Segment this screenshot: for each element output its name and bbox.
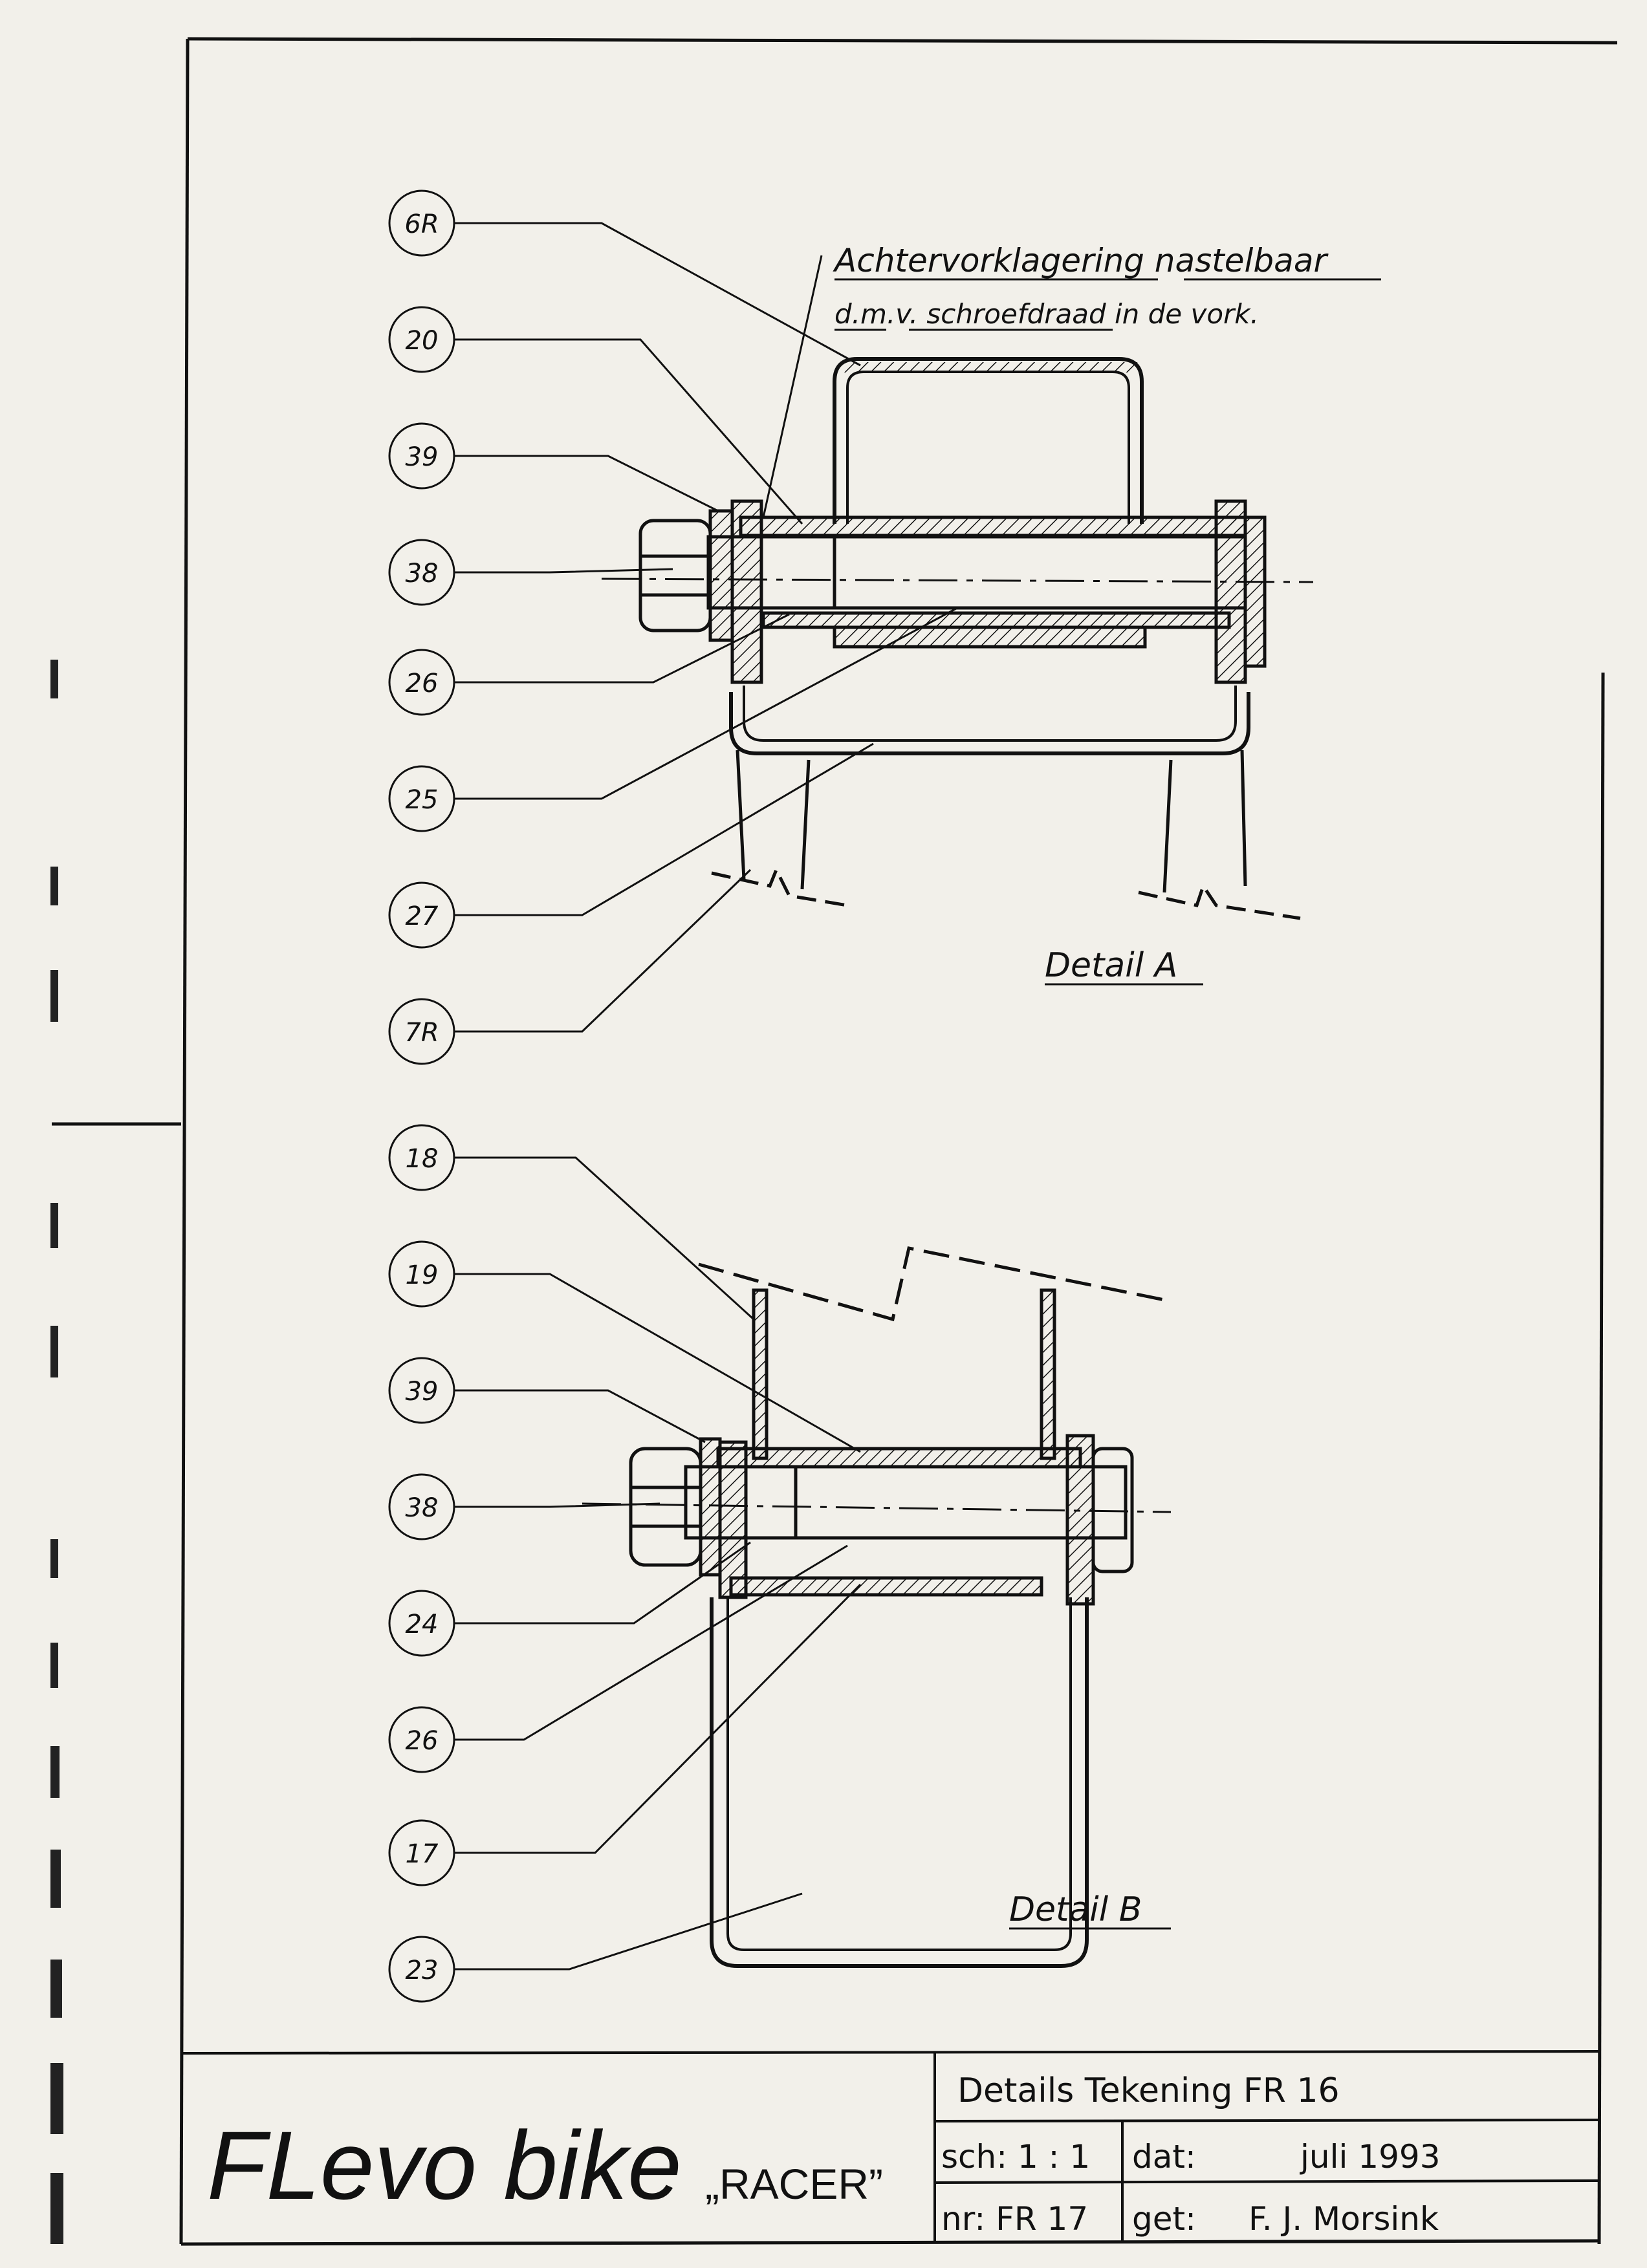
callout-b-2: 19 (406, 1260, 439, 1290)
callout-a-4: 38 (406, 559, 439, 589)
callout-a-8: 7R (404, 1018, 439, 1048)
detail-title-underlines (1009, 983, 1203, 1930)
callout-b-5: 24 (406, 1610, 439, 1639)
scale-label: sch: 1 : 1 (941, 2138, 1090, 2176)
drawn-label: get: (1132, 2200, 1196, 2238)
callout-a-5: 26 (406, 669, 439, 698)
binder-marks (50, 660, 63, 2244)
detail-b-title: Detail B (1009, 1890, 1142, 1929)
drawing-frame (52, 37, 1618, 2246)
detail-b-drawing (582, 1246, 1172, 1968)
callouts-a (388, 189, 958, 1065)
callout-b-1: 18 (406, 1144, 439, 1174)
detail-a-title: Detail A (1045, 946, 1177, 985)
brand-logo: FLevo bike (207, 2111, 682, 2219)
drawing-description: Details Tekening FR 16 (957, 2071, 1340, 2110)
callout-b-8: 23 (406, 1956, 439, 1985)
drawn-by: F. J. Morsink (1249, 2200, 1439, 2238)
callout-b-7: 17 (406, 1839, 439, 1869)
note-line-1: Achtervorklagering nastelbaar (833, 242, 1329, 279)
note-line-2: d.m.v. schroefdraad in de vork. (834, 298, 1259, 330)
callout-b-6: 26 (406, 1726, 439, 1756)
callout-a-6: 25 (406, 785, 439, 815)
date-label: dat: (1132, 2138, 1196, 2176)
title-block (180, 2050, 1600, 2243)
callout-b-4: 38 (406, 1493, 439, 1523)
detail-a-drawing (601, 357, 1314, 920)
drawing-number: nr: FR 17 (941, 2200, 1088, 2238)
note-underlines (834, 278, 1381, 331)
callout-a-1: 6R (404, 210, 439, 239)
callout-a-2: 20 (406, 326, 439, 356)
model-name: „RACER” (705, 2160, 883, 2208)
callout-b-3: 39 (406, 1377, 439, 1407)
date-value: juli 1993 (1300, 2138, 1441, 2176)
callout-a-7: 27 (406, 902, 439, 931)
callouts-b (388, 1124, 862, 2003)
callout-a-3: 39 (406, 442, 439, 472)
